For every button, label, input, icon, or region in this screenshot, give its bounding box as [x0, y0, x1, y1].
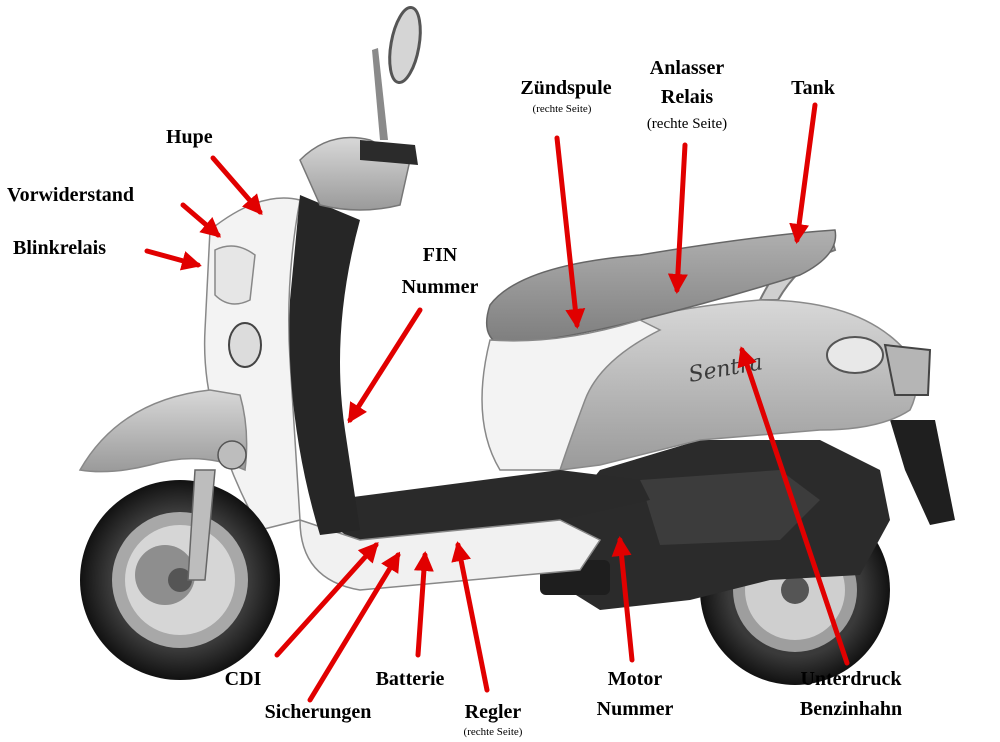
label-zuendspule-side: (rechte Seite)	[532, 103, 592, 115]
arrow-regler	[451, 541, 490, 693]
arrow-anlasser	[667, 142, 688, 294]
label-fin-line2: Nummer	[401, 276, 479, 298]
arrow-batterie	[413, 551, 434, 658]
arrow-tank	[789, 102, 818, 244]
arrow-cdi	[274, 542, 379, 658]
label-hupe: Hupe	[166, 126, 213, 148]
label-anlasser-line1: Anlasser	[649, 57, 725, 79]
label-zuendspule: Zündspule	[520, 77, 612, 99]
arrow-sicherungen	[307, 551, 401, 703]
label-anlasser-side: (rechte Seite)	[646, 116, 728, 132]
arrow-motor	[611, 536, 635, 663]
label-vorwiderstand: Vorwiderstand	[7, 184, 135, 206]
label-batterie: Batterie	[375, 668, 445, 690]
label-cdi: CDI	[224, 668, 262, 690]
label-blinkrelais: Blinkrelais	[13, 237, 106, 259]
floorboard	[330, 470, 650, 540]
label-fin-line1: FIN	[422, 244, 458, 266]
arrow-vorwiderstand	[180, 202, 222, 238]
scooter-illustration: Sentra	[78, 5, 955, 685]
front-wheel	[80, 480, 280, 680]
label-motor-line2: Nummer	[596, 698, 674, 720]
arrow-hupe	[210, 155, 263, 216]
arrow-fin	[347, 307, 423, 424]
label-unterdruck-line2: Benzinhahn	[799, 698, 903, 720]
callout-arrows	[144, 102, 850, 703]
label-anlasser-line2: Relais	[660, 86, 714, 108]
label-regler: Regler	[464, 701, 522, 723]
front-fender	[78, 389, 248, 473]
label-sicherungen: Sicherungen	[264, 701, 372, 723]
label-regler-side: (rechte Seite)	[463, 726, 523, 738]
arrow-blinkrelais	[144, 248, 202, 271]
label-tank: Tank	[791, 77, 835, 99]
arrow-unterdruck	[737, 346, 850, 666]
label-unterdruck-line1: Unterdruck	[800, 668, 902, 690]
label-motor-line1: Motor	[607, 668, 663, 690]
arrow-zuendspule	[554, 135, 586, 329]
